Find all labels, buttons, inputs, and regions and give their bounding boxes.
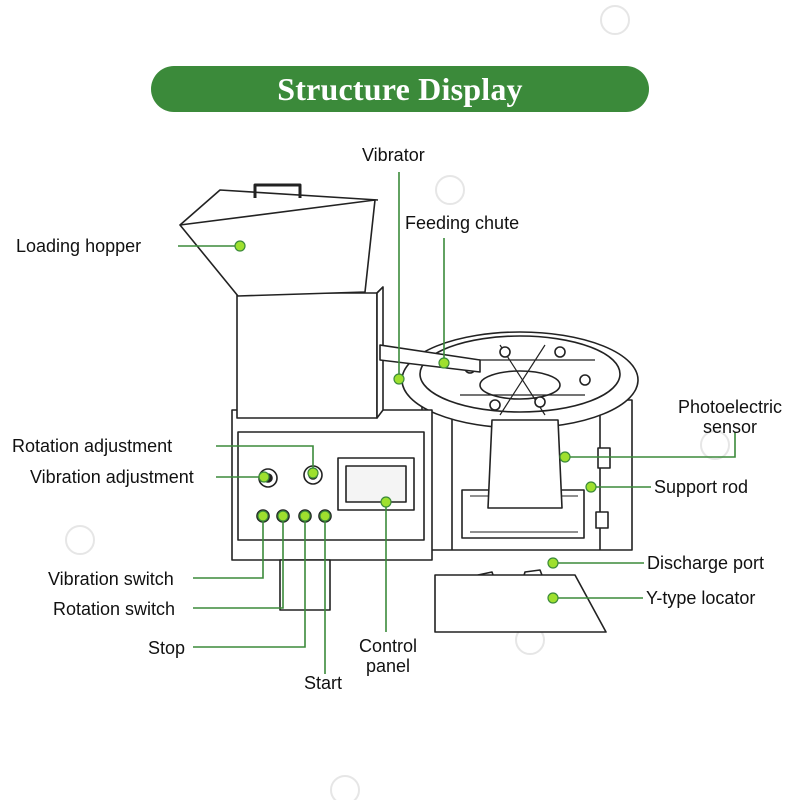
label-y-type-locator: Y-type locator	[646, 588, 756, 608]
dot-support-rod	[585, 481, 597, 493]
dot-start	[319, 510, 331, 522]
label-stop: Stop	[148, 638, 186, 658]
label-vibration-switch: Vibration switch	[48, 569, 174, 589]
dot-vibration-adjustment	[258, 471, 270, 483]
label-loading-hopper: Loading hopper	[16, 236, 142, 256]
dot-photoelectric-sensor	[559, 451, 571, 463]
leader-lines	[178, 172, 736, 674]
page-title: Structure Display	[277, 70, 523, 107]
label-rotation-switch: Rotation switch	[53, 599, 176, 619]
leader-vibration-switch	[193, 518, 264, 579]
dot-y-type-locator	[547, 592, 559, 604]
dot-loading-hopper	[234, 240, 246, 252]
leader-photoelectric-sensor	[565, 432, 736, 458]
label-photoelectric-line2: sensor	[702, 417, 758, 437]
label-control-panel: Control panel	[350, 636, 426, 676]
dot-vibrator	[393, 373, 405, 385]
label-vibrator: Vibrator	[362, 145, 425, 165]
dot-vibration-switch	[257, 510, 269, 522]
label-photoelectric-sensor: Photoelectric sensor	[666, 397, 794, 437]
dot-stop	[299, 510, 311, 522]
label-rotation-adjustment: Rotation adjustment	[12, 436, 173, 456]
dot-rotation-adjustment	[307, 467, 319, 479]
title-banner: Structure Display	[151, 66, 649, 112]
label-feeding-chute: Feeding chute	[405, 213, 520, 233]
label-discharge-port: Discharge port	[647, 553, 765, 573]
label-photoelectric-line1: Photoelectric	[677, 397, 783, 417]
leader-stop	[193, 518, 306, 648]
leader-rotation-switch	[193, 518, 284, 609]
machine-drawing	[179, 183, 639, 633]
callout-dots	[234, 240, 597, 604]
dot-feeding-chute	[438, 357, 450, 369]
dot-rotation-switch	[277, 510, 289, 522]
dot-discharge-port	[547, 557, 559, 569]
dot-control-panel	[380, 496, 392, 508]
label-control-panel-line2: panel	[365, 656, 411, 676]
label-vibration-adjustment: Vibration adjustment	[30, 467, 194, 487]
label-control-panel-line1: Control	[358, 636, 418, 656]
leader-rotation-adjustment	[216, 445, 314, 471]
label-support-rod: Support rod	[654, 477, 749, 497]
label-start: Start	[304, 673, 343, 693]
